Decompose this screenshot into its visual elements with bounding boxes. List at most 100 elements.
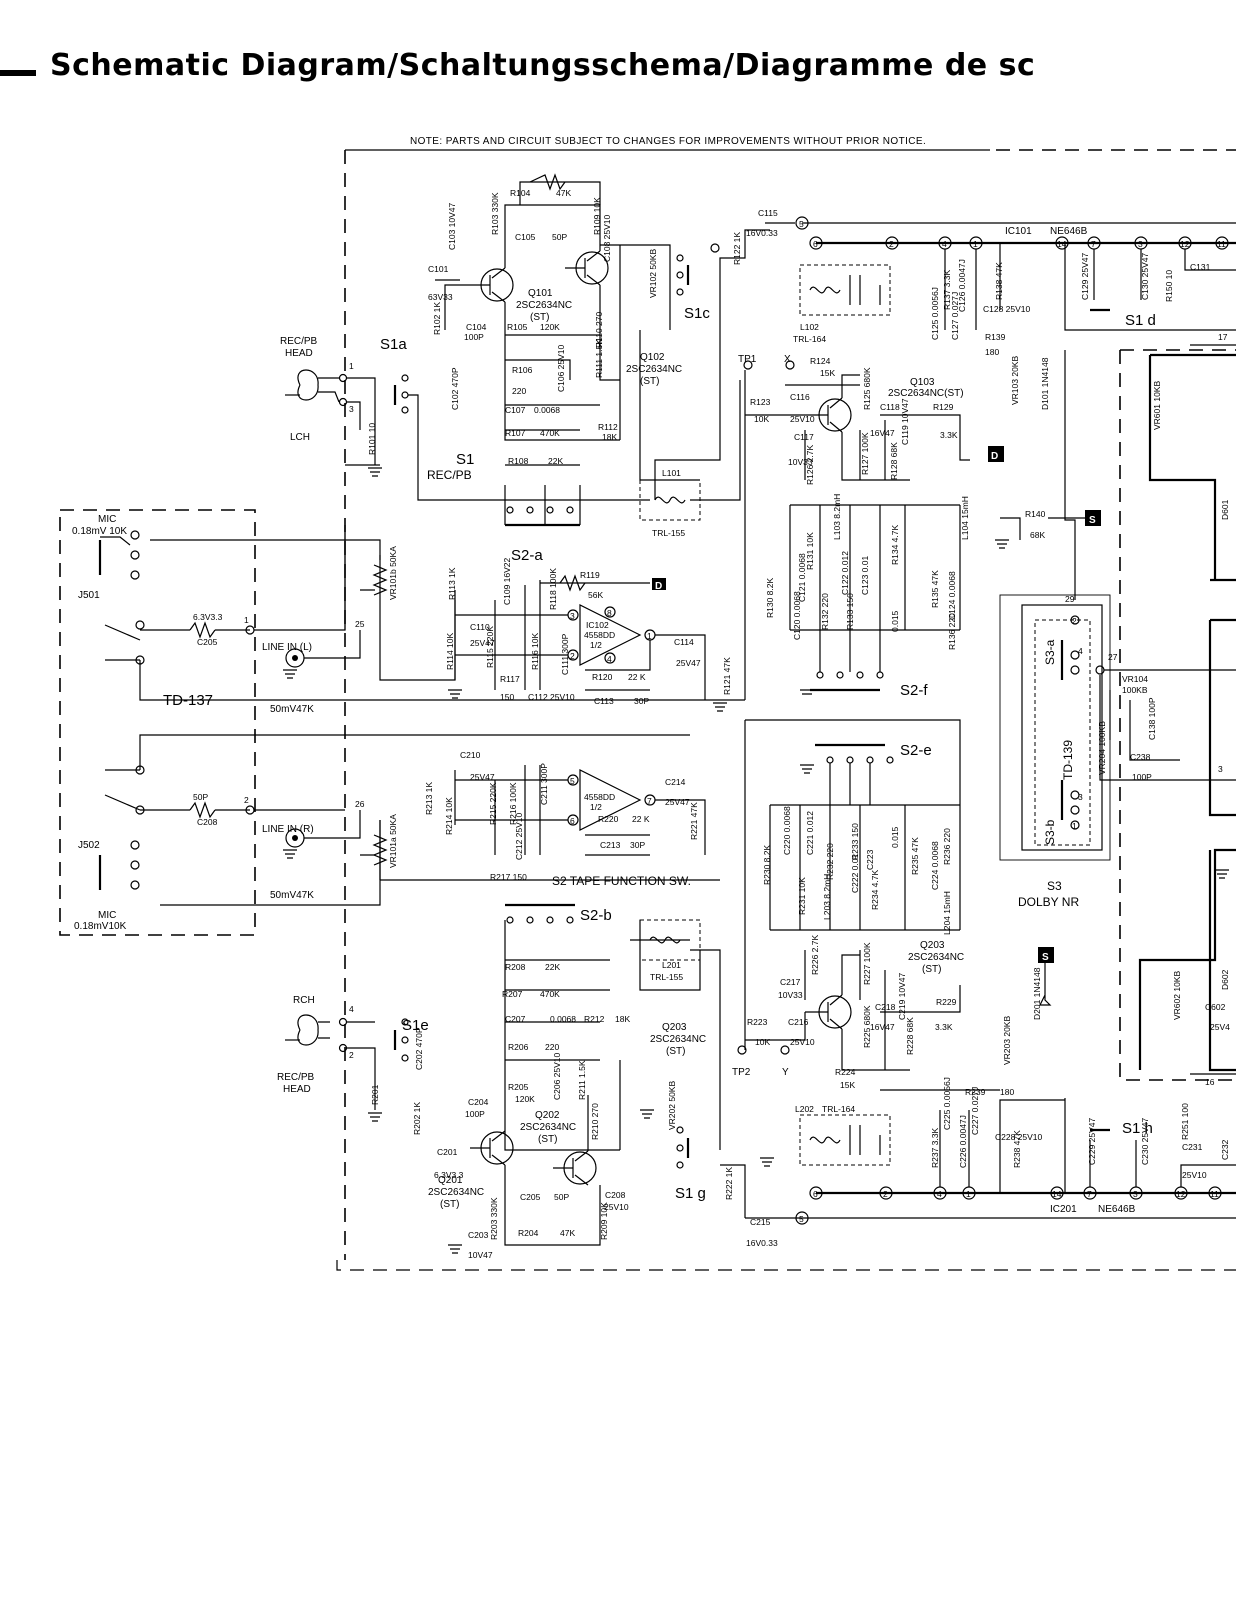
component-label-r251: R251 100: [1180, 1103, 1190, 1140]
pin-label-ic101-p5: 5: [799, 219, 804, 229]
component-label-c214v: 25V47: [665, 797, 690, 807]
component-label-r222: R222 1K: [724, 1167, 734, 1200]
component-label-r228: R228 68K: [905, 1017, 915, 1055]
td137-inputs: [98, 525, 745, 906]
line-in-r: LINE IN (R): [262, 824, 314, 835]
s1e-label: S1e: [402, 1017, 429, 1034]
r501-label: 6.3V3.3: [193, 612, 223, 622]
pin-label-ic101-p3: 3: [1138, 239, 1143, 249]
component-label-vr203: VR203 20KB: [1002, 1016, 1012, 1065]
component-label-r112: R112: [598, 422, 618, 432]
component-label-c602: C602: [1205, 1002, 1226, 1012]
component-label-r221: R221 47K: [689, 802, 699, 840]
component-label-c205: C205: [520, 1192, 541, 1202]
labels-inputs: MIC 0.18mV 10K J501 J502 MIC 0.18mV10K L…: [72, 514, 314, 932]
component-label-c217v: 10V33: [778, 990, 803, 1000]
component-label-c104: C104: [466, 322, 487, 332]
pin-label-ic101-p4: 4: [942, 239, 947, 249]
l202-label: L202: [795, 1104, 814, 1114]
j501-label: J501: [78, 590, 100, 601]
pin-label-n26: 26: [355, 799, 365, 809]
q102-grade: (ST): [640, 376, 659, 387]
component-label-c116: C116: [790, 392, 810, 402]
rch-head-label-2: HEAD: [283, 1084, 311, 1095]
component-label-r137: R137 3.3K: [942, 270, 952, 310]
ic102-type: 4558DD: [584, 630, 615, 640]
component-label-r208v: 22K: [545, 962, 560, 972]
component-label-c238v: 100P: [1132, 772, 1152, 782]
component-label-c101v: 63V33: [428, 292, 453, 302]
component-label-r132: R132 220: [820, 593, 830, 630]
component-label-c207v: 0.0068: [550, 1014, 576, 1024]
component-label-vr602: VR602 10KB: [1172, 971, 1182, 1020]
component-label-r121: R121 47K: [722, 657, 732, 695]
component-label-r101: R101 10: [367, 423, 377, 455]
component-label-r108: R108: [508, 456, 529, 466]
tp2-label: TP2: [732, 1067, 751, 1078]
component-label-r237: R237 3.3K: [930, 1128, 940, 1168]
component-label-r202: R202 1K: [412, 1102, 422, 1135]
ic102-half: 1/2: [590, 640, 602, 650]
component-label-c127: C127 0.027J: [950, 292, 960, 340]
component-label-c230: C230 25V47: [1140, 1117, 1150, 1165]
q101-label: Q101: [528, 288, 553, 299]
l102-l202-traps: [799, 264, 891, 1166]
pin-label-n1: 1: [349, 361, 354, 371]
component-label-c216v: 25V10: [790, 1037, 815, 1047]
q203-left-grade: (ST): [666, 1046, 685, 1057]
component-label-c231: C231: [1182, 1142, 1203, 1152]
lch-label: LCH: [290, 432, 310, 443]
component-label-c225: C225 0.0056J: [942, 1077, 952, 1130]
q203-left-type: 2SC2634NC: [650, 1034, 706, 1045]
component-label-r140: R140: [1025, 509, 1046, 519]
component-label-r212: R212: [584, 1014, 605, 1024]
component-label-r127: R127 100K: [860, 432, 870, 475]
q103-type: 2SC2634NC(ST): [888, 388, 964, 399]
pin-label-n27: 27: [1108, 652, 1118, 662]
component-label-c210v: 25V47: [470, 772, 495, 782]
mic-bot-label: MIC: [98, 910, 116, 921]
pin-label-ic101-p1: 1: [973, 239, 978, 249]
component-label-c117v: 10V33: [788, 457, 813, 467]
pin-label-n29: 29: [1065, 594, 1075, 604]
td139-dolby-switch: [999, 350, 1236, 861]
component-label-c208: C208: [605, 1190, 626, 1200]
component-label-r112v: 18K: [602, 432, 617, 442]
component-label-c101: C101: [428, 264, 449, 274]
component-label-c125: C125 0.0056J: [930, 287, 940, 340]
component-label-vr601: VR601 10KB: [1152, 381, 1162, 430]
revision-note: NOTE: PARTS AND CIRCUIT SUBJECT TO CHANG…: [410, 136, 927, 147]
pin-label-n16: 16: [1205, 1077, 1215, 1087]
s-marker-bot: S: [1042, 952, 1049, 963]
component-label-r136: R136 220: [947, 613, 957, 650]
pin-label-ic201-p14: 14: [1052, 1189, 1062, 1199]
pin-label-ic102-p1: 1: [647, 631, 652, 641]
labels-heads: REC/PB HEAD LCH RCH REC/PB HEAD: [277, 336, 318, 1095]
q102-label: Q102: [640, 352, 665, 363]
component-label-r139v: 180: [985, 347, 999, 357]
ic202-stage: [454, 765, 706, 856]
pin-label-ic201-p7: 7: [1087, 1189, 1092, 1199]
component-label-r207: R207: [502, 989, 523, 999]
pin-label-n2: 2: [349, 1050, 354, 1060]
component-label-c228: C228 25V10: [995, 1132, 1043, 1142]
component-label-r122: R122 1K: [732, 232, 742, 265]
component-label-r103: R103 330K: [490, 192, 500, 235]
component-label-c210: C210: [460, 750, 481, 760]
ic202-type: 4558DD: [584, 792, 615, 802]
component-label-l203: L203 8.2mH: [822, 874, 832, 920]
lch-head: [285, 369, 376, 465]
td139-label: TD-139: [1061, 740, 1075, 780]
component-label-c120: C120 0.0068: [792, 591, 802, 640]
component-label-r204: R204: [518, 1228, 539, 1238]
component-label-d101: D101 1N4148: [1040, 357, 1050, 410]
component-label-r212v: 18K: [615, 1014, 630, 1024]
ic102-label: IC102: [586, 620, 609, 630]
component-label-r220v: 22 K: [632, 814, 650, 824]
pin-label-ic102-p2: 2: [570, 651, 575, 661]
component-label-r213: R213 1K: [424, 782, 434, 815]
component-label-c216: C216: [788, 1017, 809, 1027]
component-label-c129: C129 25V47: [1080, 252, 1090, 300]
r501-value: C205: [197, 637, 218, 647]
pin-label-ic202-p6: 6: [570, 816, 575, 826]
